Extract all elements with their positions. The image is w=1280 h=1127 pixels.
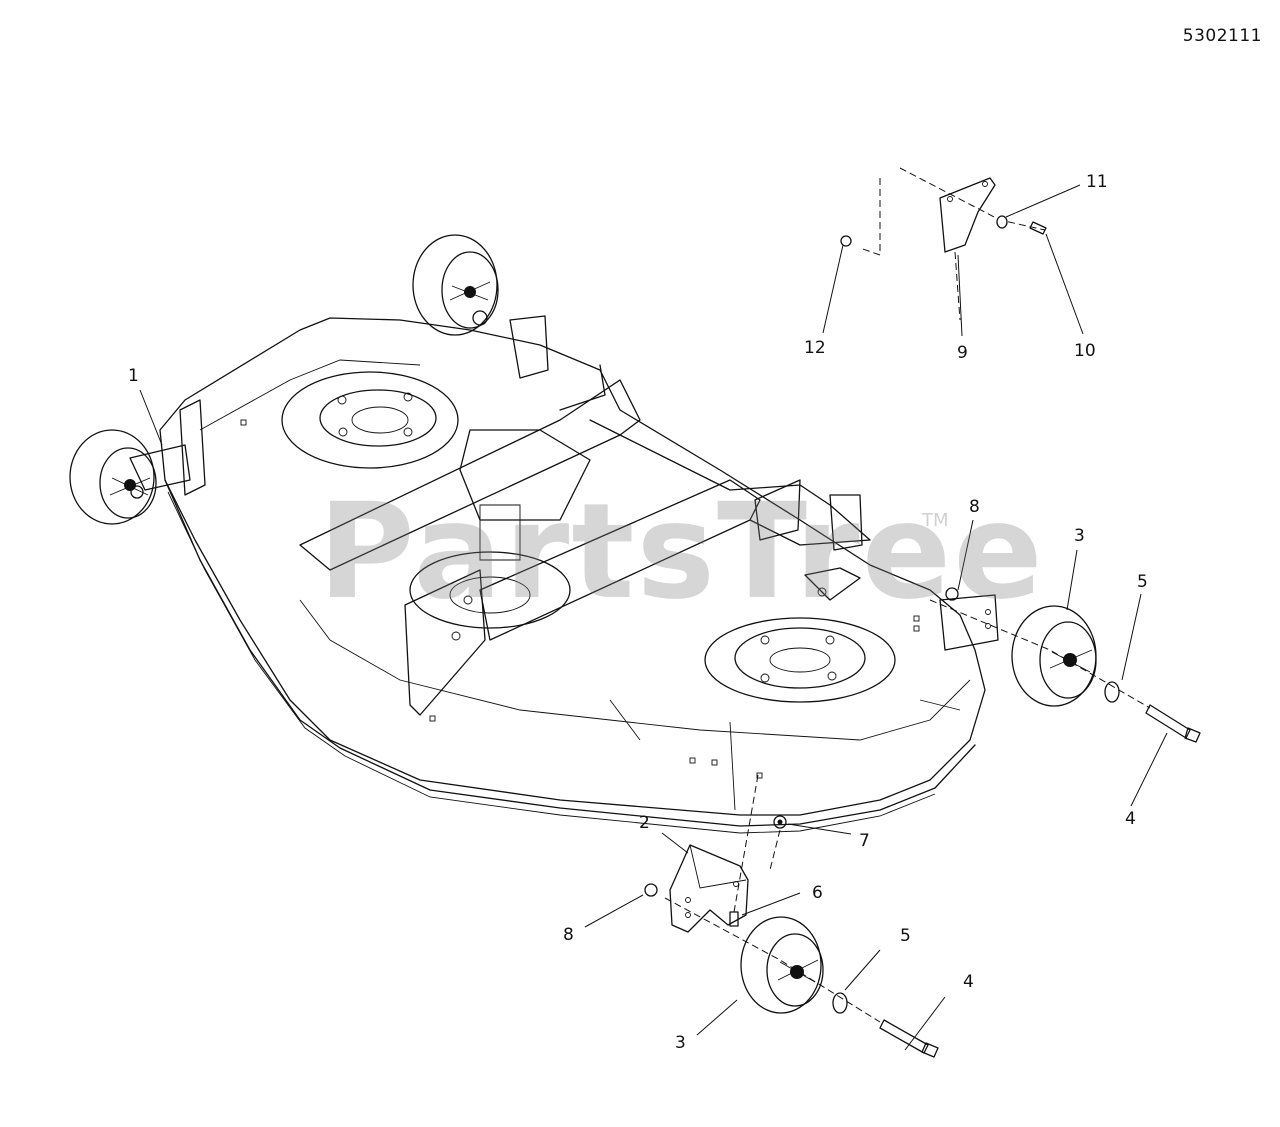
carriage-bolt	[729, 774, 759, 927]
gauge-wheel-rear-left	[412, 234, 499, 336]
baffle-washer	[996, 215, 1008, 229]
axis-line-upper-vertical	[859, 178, 881, 256]
callout-8a: 8	[969, 497, 980, 517]
callout-4b: 4	[963, 972, 974, 992]
wheel-bracket	[669, 844, 749, 933]
axis-line-bottom	[664, 897, 881, 1023]
gauge-wheel-right	[1011, 605, 1097, 707]
callout-11: 11	[1086, 172, 1108, 192]
callout-2: 2	[639, 813, 650, 833]
callout-9: 9	[957, 343, 968, 363]
callout-8b: 8	[563, 925, 574, 945]
flange-nut-right	[945, 587, 959, 601]
callout-7: 7	[859, 831, 870, 851]
callout-6: 6	[812, 883, 823, 903]
washer-bottom	[832, 992, 848, 1014]
callout-3b: 3	[675, 1033, 686, 1053]
watermark-logo: PartsTree	[318, 475, 1045, 629]
baffle-plate	[939, 177, 996, 253]
shoulder-bolt-bottom	[879, 1019, 939, 1058]
callout-12: 12	[804, 338, 826, 358]
baffle-bolt	[1029, 221, 1047, 235]
callout-5b: 5	[900, 926, 911, 946]
hex-nut	[769, 815, 787, 871]
washer-right	[1104, 681, 1120, 703]
callout-10: 10	[1074, 341, 1096, 361]
callout-5a: 5	[1137, 572, 1148, 592]
mower-deck	[159, 315, 999, 834]
gauge-wheel-bottom	[740, 916, 824, 1014]
shoulder-bolt-right	[1145, 704, 1201, 743]
flange-nut-bottom	[644, 883, 658, 897]
leader-lines	[139, 184, 1168, 1051]
axis-line-baffle	[954, 251, 961, 321]
baffle-nut	[840, 235, 852, 247]
callout-3a: 3	[1074, 526, 1085, 546]
callout-4a: 4	[1125, 809, 1136, 829]
callout-1: 1	[128, 366, 139, 386]
gauge-wheel-front-left	[69, 429, 191, 525]
axis-line-upper	[899, 167, 1046, 231]
watermark-trademark: TM	[922, 510, 949, 531]
drawing-number: 5302111	[1182, 26, 1262, 46]
callouts: 1 2 3 3 4 4 5 5 6 7 8 8 9 10 11 12	[128, 172, 1148, 1053]
